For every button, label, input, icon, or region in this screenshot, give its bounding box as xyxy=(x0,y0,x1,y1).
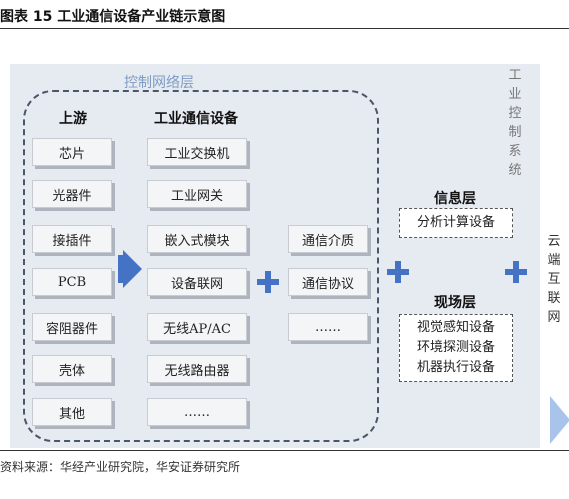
device-item: 工业交换机 xyxy=(147,138,247,166)
field-layer-item: 机器执行设备 xyxy=(416,360,495,375)
cloud-label: 云 端 互 联 网 xyxy=(547,234,561,325)
plus-icon xyxy=(257,271,279,293)
comm-item: 通信介质 xyxy=(288,225,368,253)
field-layer-heading: 现场层 xyxy=(434,295,476,311)
control-system-label: 工 业 控 制 系 统 xyxy=(508,68,522,178)
control-network-label: 控制网络层 xyxy=(124,75,194,91)
upstream-item: PCB xyxy=(32,268,112,296)
figure-title: 图表 15 工业通信设备产业链示意图 xyxy=(0,9,226,25)
comm-item: 通信协议 xyxy=(288,268,368,296)
upstream-item: 壳体 xyxy=(32,355,112,383)
comm-item: …… xyxy=(288,313,368,341)
bottom-rule xyxy=(0,450,569,451)
field-layer-item: 环境探测设备 xyxy=(416,340,495,355)
upstream-item: 其他 xyxy=(32,398,112,426)
arrow-right-icon xyxy=(123,250,142,288)
info-layer-heading: 信息层 xyxy=(434,191,476,207)
device-item: 无线路由器 xyxy=(147,355,247,383)
devices-heading: 工业通信设备 xyxy=(154,111,238,127)
device-item: 工业网关 xyxy=(147,180,247,208)
control-network-boundary xyxy=(23,90,379,442)
info-layer-box: 分析计算设备 xyxy=(399,208,513,238)
plus-icon xyxy=(387,261,409,283)
source-note: 资料来源：华经产业研究院，华安证券研究所 xyxy=(0,460,241,474)
device-item: 设备联网 xyxy=(147,268,247,296)
arrow-right-icon xyxy=(118,255,125,283)
device-item: 无线AP/AC xyxy=(147,313,247,341)
upstream-item: 光器件 xyxy=(32,180,112,208)
device-item: 嵌入式模块 xyxy=(147,225,247,253)
device-item: …… xyxy=(147,398,247,426)
upstream-heading: 上游 xyxy=(59,111,87,127)
upstream-item: 容阻器件 xyxy=(32,313,112,341)
upstream-item: 接插件 xyxy=(32,225,112,253)
arrow-right-icon xyxy=(550,396,569,444)
info-layer-item: 分析计算设备 xyxy=(416,215,495,230)
field-layer-box: 视觉感知设备 环境探测设备 机器执行设备 xyxy=(399,314,513,382)
upstream-item: 芯片 xyxy=(32,138,112,166)
diagram-panel xyxy=(10,64,540,448)
plus-icon xyxy=(505,261,527,283)
field-layer-item: 视觉感知设备 xyxy=(416,320,495,335)
top-rule xyxy=(0,28,569,29)
